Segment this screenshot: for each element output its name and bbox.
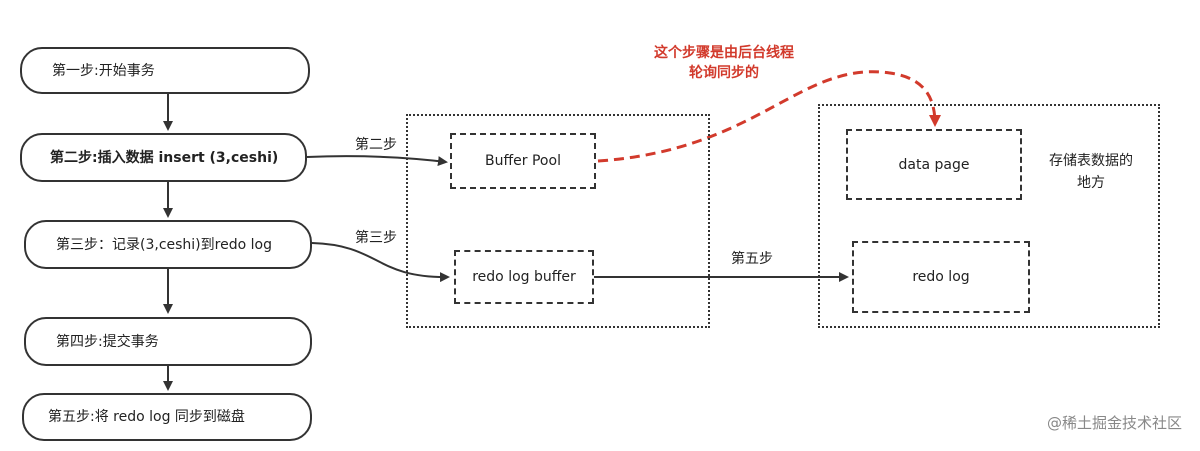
step-commit-transaction: 第四步:提交事务 xyxy=(24,317,312,366)
step3-label: 第三步：记录(3,ceshi)到redo log xyxy=(56,236,272,253)
storage-note-line1: 存储表数据的 xyxy=(1049,153,1133,169)
data-page-label: data page xyxy=(898,156,970,173)
watermark: @稀土掘金技术社区 xyxy=(1046,414,1182,432)
red-note-line1: 这个步骤是由后台线程 xyxy=(654,45,794,61)
step5-label: 第五步:将 redo log 同步到磁盘 xyxy=(48,409,245,425)
step-start-transaction: 第一步:开始事务 xyxy=(20,47,310,94)
arrow-buffer-pool-to-data-page xyxy=(597,70,941,163)
redo-log-buffer-box: redo log buffer xyxy=(454,250,594,304)
buffer-pool-label: Buffer Pool xyxy=(485,153,561,169)
arrow-step3-to-redo-log-buffer xyxy=(311,242,450,283)
redo-log-box: redo log xyxy=(852,241,1030,313)
storage-note-line2: 地方 xyxy=(1077,175,1105,191)
step4-label: 第四步:提交事务 xyxy=(56,333,159,350)
edge-label-step3: 第三步 xyxy=(355,230,397,246)
redo-log-label: redo log xyxy=(912,269,970,285)
disk-region xyxy=(818,104,1160,328)
step-sync-redo-log: 第五步:将 redo log 同步到磁盘 xyxy=(22,393,312,441)
edge-label-step5: 第五步 xyxy=(731,251,773,267)
step-insert-data: 第二步:插入数据 insert (3,ceshi) xyxy=(20,133,307,182)
edge-label-step2: 第二步 xyxy=(355,137,397,153)
data-page-box: data page xyxy=(846,129,1022,200)
memory-region xyxy=(406,114,710,328)
storage-note: 存储表数据的 地方 xyxy=(1049,150,1133,194)
step1-label: 第一步:开始事务 xyxy=(52,62,155,79)
buffer-pool-box: Buffer Pool xyxy=(450,133,596,189)
step2-label: 第二步:插入数据 insert (3,ceshi) xyxy=(50,149,279,166)
arrow-step2-to-buffer-pool xyxy=(306,155,448,167)
red-note-line2: 轮询同步的 xyxy=(689,65,759,81)
redo-log-buffer-label: redo log buffer xyxy=(472,269,576,285)
background-thread-note: 这个步骤是由后台线程 轮询同步的 xyxy=(654,43,794,83)
step-record-redo-log: 第三步：记录(3,ceshi)到redo log xyxy=(24,220,312,269)
